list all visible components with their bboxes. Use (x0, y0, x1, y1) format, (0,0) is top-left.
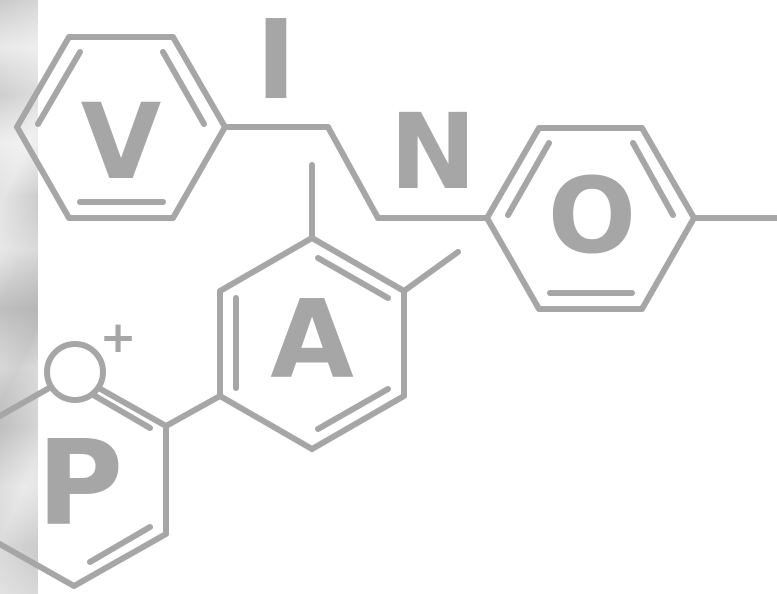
ring-p: + P (0, 312, 169, 589)
letter-a: A (270, 278, 354, 403)
letter-i: I (256, 0, 297, 124)
letter-v: V (81, 81, 162, 203)
charge-plus-sign: + (100, 312, 137, 363)
letter-n: N (389, 91, 476, 213)
ring-v: V (14, 34, 228, 221)
letter-p: P (37, 414, 123, 552)
ring-a: A (217, 235, 407, 452)
letter-o: O (548, 155, 636, 277)
ring-o: O (484, 125, 697, 312)
chain-bonds (163, 124, 777, 429)
charge-atom (44, 341, 106, 403)
